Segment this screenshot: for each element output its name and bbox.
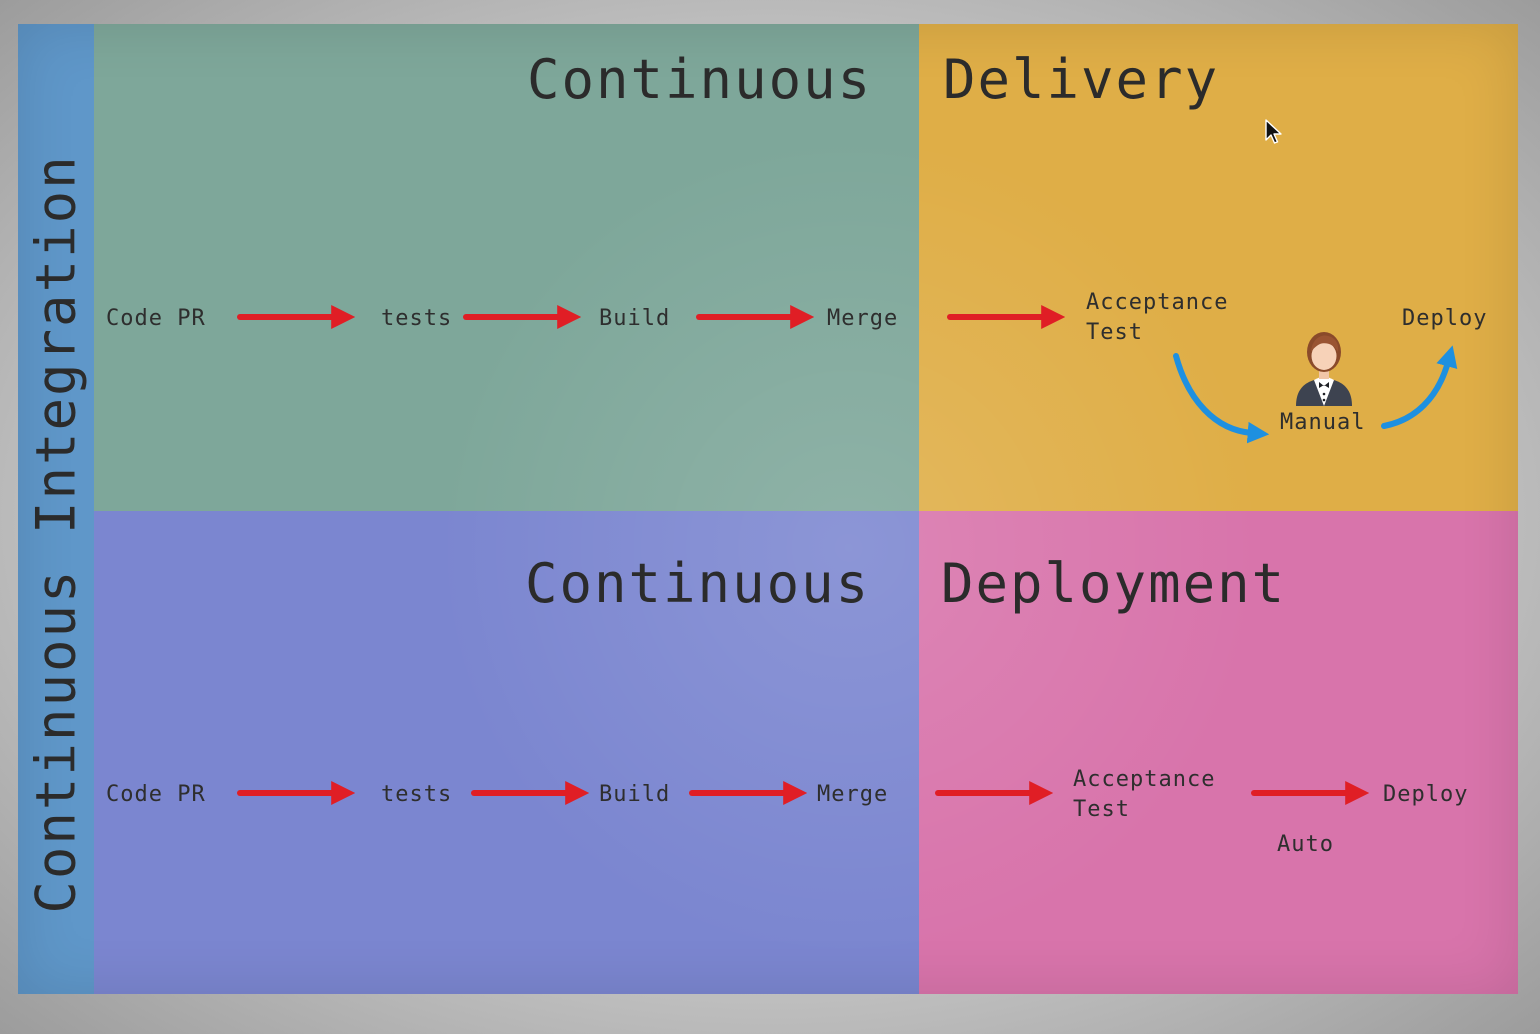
delivery-cd-panel <box>919 24 1518 511</box>
deployment-cd-panel <box>919 511 1518 994</box>
delivery-ci-panel <box>94 24 919 511</box>
delivery-manual: Manual <box>1280 410 1366 435</box>
deployment-auto: Auto <box>1277 832 1334 857</box>
delivery-title-right: Delivery <box>943 48 1220 111</box>
deployment-step-merge: Merge <box>817 782 889 807</box>
deployment-title-right: Deployment <box>941 552 1287 615</box>
delivery-step-code-pr: Code PR <box>106 306 206 331</box>
delivery-step-tests: tests <box>381 306 453 331</box>
blue-curved-arrow-icon <box>1381 345 1458 429</box>
delivery-step-build: Build <box>599 306 671 331</box>
person-icon <box>1296 332 1352 406</box>
deployment-step-tests: tests <box>381 782 453 807</box>
delivery-step-merge: Merge <box>827 306 899 331</box>
deployment-ci-panel <box>94 511 919 994</box>
mouse-cursor-icon <box>1265 119 1282 144</box>
ci-sidebar: Continuous Integration <box>18 24 94 994</box>
deployment-acceptance-test: Acceptance Test <box>1073 767 1216 822</box>
delivery-deploy: Deploy <box>1402 306 1488 331</box>
deployment-title-left: Continuous <box>525 552 871 615</box>
deployment-step-code-pr: Code PR <box>106 782 206 807</box>
deployment-deploy: Deploy <box>1383 782 1469 807</box>
deployment-step-build: Build <box>599 782 671 807</box>
delivery-title-left: Continuous <box>527 48 873 111</box>
blue-curved-arrow-icon <box>1173 353 1270 444</box>
delivery-acceptance-test: Acceptance Test <box>1086 290 1229 345</box>
